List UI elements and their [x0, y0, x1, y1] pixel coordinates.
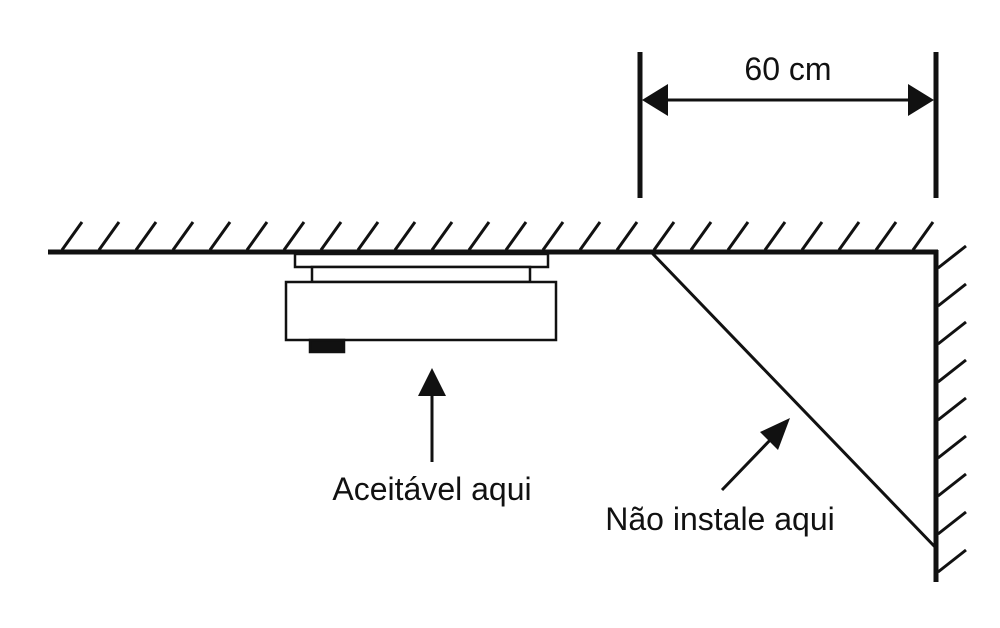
ceiling-hatch-mark — [874, 221, 898, 251]
wall-hatch-mark — [937, 320, 967, 346]
ceiling-hatch-mark — [541, 221, 565, 251]
wall-hatch-mark — [937, 510, 967, 536]
ceiling-hatch — [60, 221, 935, 251]
dimension-arrow-left — [642, 84, 668, 116]
ceiling-hatch-mark — [208, 221, 232, 251]
wall-hatch-mark — [937, 396, 967, 422]
wall-hatch-mark — [937, 358, 967, 384]
ceiling-hatch-mark — [319, 221, 343, 251]
detector-body — [284, 280, 558, 342]
ceiling-hatch-mark — [430, 221, 454, 251]
smoke-detector — [284, 252, 558, 354]
ceiling-hatch-mark — [504, 221, 528, 251]
detector-mounting-plate — [293, 252, 550, 269]
ceiling-hatch-mark — [763, 221, 787, 251]
ceiling-hatch-mark — [615, 221, 639, 251]
ceiling-hatch-mark — [689, 221, 713, 251]
ceiling-hatch-mark — [393, 221, 417, 251]
wall-hatch-mark — [937, 282, 967, 308]
ceiling-hatch-mark — [911, 221, 935, 251]
detector-led — [308, 338, 346, 354]
dimension-arrow-right — [908, 84, 934, 116]
do-not-install-arrow-shaft — [720, 434, 776, 492]
ceiling-hatch-mark — [800, 221, 824, 251]
wall-hatch-mark — [937, 244, 967, 270]
ceiling-hatch-mark — [60, 221, 84, 251]
do-not-install-label: Não instale aqui — [605, 501, 834, 537]
do-not-install-arrow-head — [760, 418, 790, 450]
ceiling-hatch-mark — [97, 221, 121, 251]
ceiling-hatch-mark — [171, 221, 195, 251]
ceiling-hatch-mark — [245, 221, 269, 251]
ceiling-hatch-mark — [837, 221, 861, 251]
ceiling-hatch-mark — [652, 221, 676, 251]
ceiling-hatch-mark — [726, 221, 750, 251]
dimension-label: 60 cm — [744, 51, 831, 87]
wall-hatch-mark — [937, 434, 967, 460]
dead-air-diagonal — [650, 251, 938, 550]
wall-hatch-mark — [937, 472, 967, 498]
acceptable-arrow-head — [418, 368, 446, 396]
ceiling-hatch-mark — [282, 221, 306, 251]
wall-hatch-mark — [937, 548, 967, 574]
acceptable-label: Aceitável aqui — [332, 471, 531, 507]
wall-hatch — [937, 244, 967, 574]
ceiling-hatch-mark — [578, 221, 602, 251]
ceiling-hatch-mark — [356, 221, 380, 251]
ceiling-hatch-mark — [134, 221, 158, 251]
ceiling-hatch-mark — [467, 221, 491, 251]
detector-neck — [310, 265, 532, 284]
